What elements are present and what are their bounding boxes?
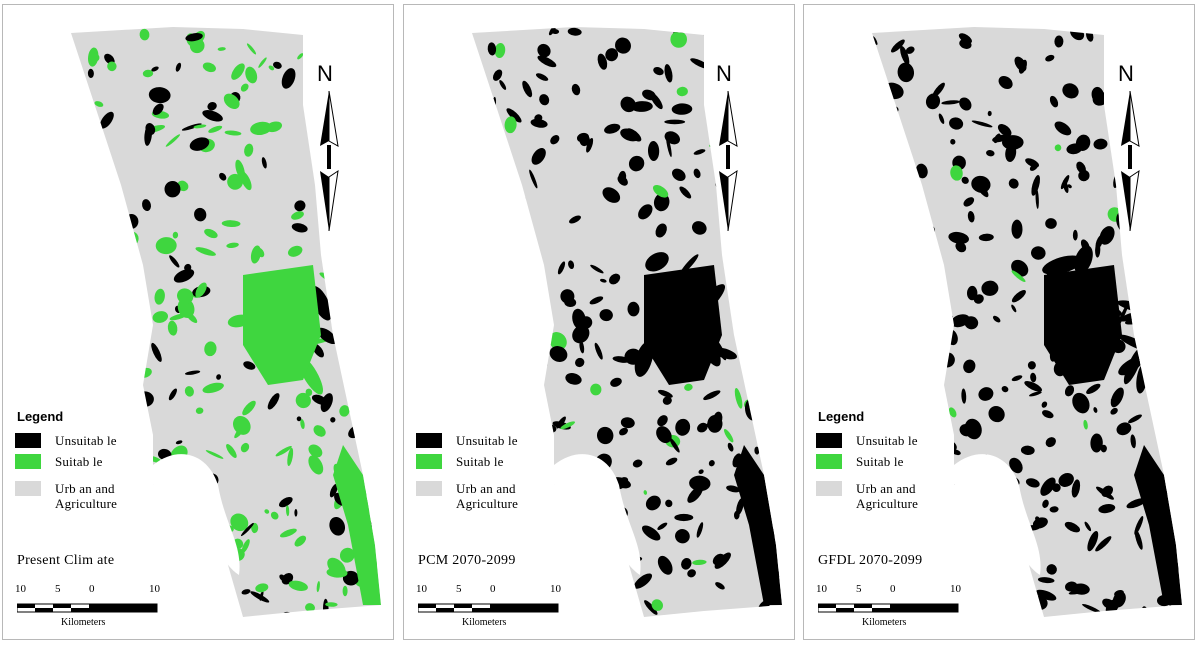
scale-units-label: Kilometers bbox=[462, 617, 507, 628]
legend-item-suitable: Suitab le bbox=[15, 454, 103, 469]
study-area-region bbox=[872, 27, 1182, 617]
legend-item-suitable: Suitab le bbox=[416, 454, 504, 469]
legend-item-urban: Urb an and Agriculture bbox=[416, 481, 518, 511]
legend-item-unsuitable: Unsuitab le bbox=[15, 433, 117, 448]
legend-label-suitable: Suitab le bbox=[456, 454, 504, 469]
north-arrow-icon bbox=[719, 91, 738, 231]
scale-bar: 10 5 0 10 Kilometers bbox=[414, 583, 564, 629]
map-panel-gfdl: N Legend Unsuitab le Suitab le Urb an an… bbox=[803, 4, 1195, 640]
scale-bar-graphic bbox=[818, 603, 959, 613]
north-arrow-icon bbox=[1121, 91, 1140, 231]
legend-label-suitable: Suitab le bbox=[856, 454, 904, 469]
north-arrow-icon bbox=[320, 91, 339, 231]
scale-tick-label: 10 bbox=[15, 583, 26, 595]
legend-title: Legend bbox=[17, 409, 64, 424]
coastal-strip-region bbox=[734, 445, 782, 605]
legend-swatch-suitable bbox=[416, 454, 442, 469]
legend-label-unsuitable: Unsuitab le bbox=[55, 433, 117, 448]
bay-water-region bbox=[554, 454, 641, 575]
scale-bar: 10 5 0 10 Kilometers bbox=[814, 583, 964, 629]
scale-tick-label: 0 bbox=[890, 583, 896, 595]
large-patch-region bbox=[1044, 265, 1122, 385]
legend-item-unsuitable: Unsuitab le bbox=[416, 433, 518, 448]
legend-item-urban: Urb an and Agriculture bbox=[816, 481, 918, 511]
scale-tick-label: 10 bbox=[816, 583, 827, 595]
study-area-region bbox=[472, 27, 782, 617]
legend-title: Legend bbox=[818, 409, 865, 424]
bay-water-region bbox=[153, 454, 240, 575]
scale-bar-graphic bbox=[418, 603, 559, 613]
habitat-map bbox=[472, 27, 782, 617]
scale-tick-label: 5 bbox=[55, 583, 61, 595]
legend-swatch-urban bbox=[416, 481, 442, 496]
scale-tick-label: 10 bbox=[550, 583, 561, 595]
legend-swatch-unsuitable bbox=[416, 433, 442, 448]
scenario-label: PCM 2070-2099 bbox=[418, 553, 516, 568]
legend-swatch-unsuitable bbox=[816, 433, 842, 448]
large-patch-region bbox=[243, 265, 321, 385]
legend-swatch-urban bbox=[816, 481, 842, 496]
legend-item-urban: Urb an and Agriculture bbox=[15, 481, 117, 511]
legend-label-unsuitable: Unsuitab le bbox=[456, 433, 518, 448]
scale-tick-label: 0 bbox=[89, 583, 95, 595]
legend-swatch-unsuitable bbox=[15, 433, 41, 448]
scale-tick-label: 5 bbox=[456, 583, 462, 595]
study-area-region bbox=[71, 27, 381, 617]
map-panel-pcm: N Unsuitab le Suitab le Urb an and Agric… bbox=[403, 4, 795, 640]
north-label: N bbox=[716, 61, 732, 86]
scale-tick-label: 0 bbox=[490, 583, 496, 595]
legend-label-urban: Urb an and Agriculture bbox=[456, 481, 519, 511]
north-label: N bbox=[1118, 61, 1134, 86]
scale-units-label: Kilometers bbox=[862, 617, 907, 628]
coastal-strip-region bbox=[333, 445, 381, 605]
legend-item-unsuitable: Unsuitab le bbox=[816, 433, 918, 448]
scenario-label: GFDL 2070-2099 bbox=[818, 553, 923, 568]
legend-swatch-urban bbox=[15, 481, 41, 496]
bay-water-region bbox=[954, 454, 1041, 575]
legend-label-urban: Urb an and Agriculture bbox=[55, 481, 118, 511]
legend-swatch-suitable bbox=[816, 454, 842, 469]
legend-swatch-suitable bbox=[15, 454, 41, 469]
map-panel-present: N Legend Unsuitab le Suitab le Urb an an… bbox=[2, 4, 394, 640]
scale-tick-label: 5 bbox=[856, 583, 862, 595]
scale-bar: 10 5 0 10 Kilometers bbox=[13, 583, 163, 629]
scale-tick-label: 10 bbox=[149, 583, 160, 595]
habitat-map bbox=[71, 27, 381, 617]
coastal-strip-region bbox=[1134, 445, 1182, 605]
scale-bar-graphic bbox=[17, 603, 158, 613]
legend-label-unsuitable: Unsuitab le bbox=[856, 433, 918, 448]
scale-units-label: Kilometers bbox=[61, 617, 106, 628]
scale-tick-label: 10 bbox=[416, 583, 427, 595]
north-label: N bbox=[317, 61, 333, 86]
large-patch-region bbox=[644, 265, 722, 385]
legend-label-urban: Urb an and Agriculture bbox=[856, 481, 919, 511]
legend-label-suitable: Suitab le bbox=[55, 454, 103, 469]
scale-tick-label: 10 bbox=[950, 583, 961, 595]
habitat-map bbox=[872, 27, 1182, 617]
scenario-label: Present Clim ate bbox=[17, 553, 115, 568]
legend-item-suitable: Suitab le bbox=[816, 454, 904, 469]
